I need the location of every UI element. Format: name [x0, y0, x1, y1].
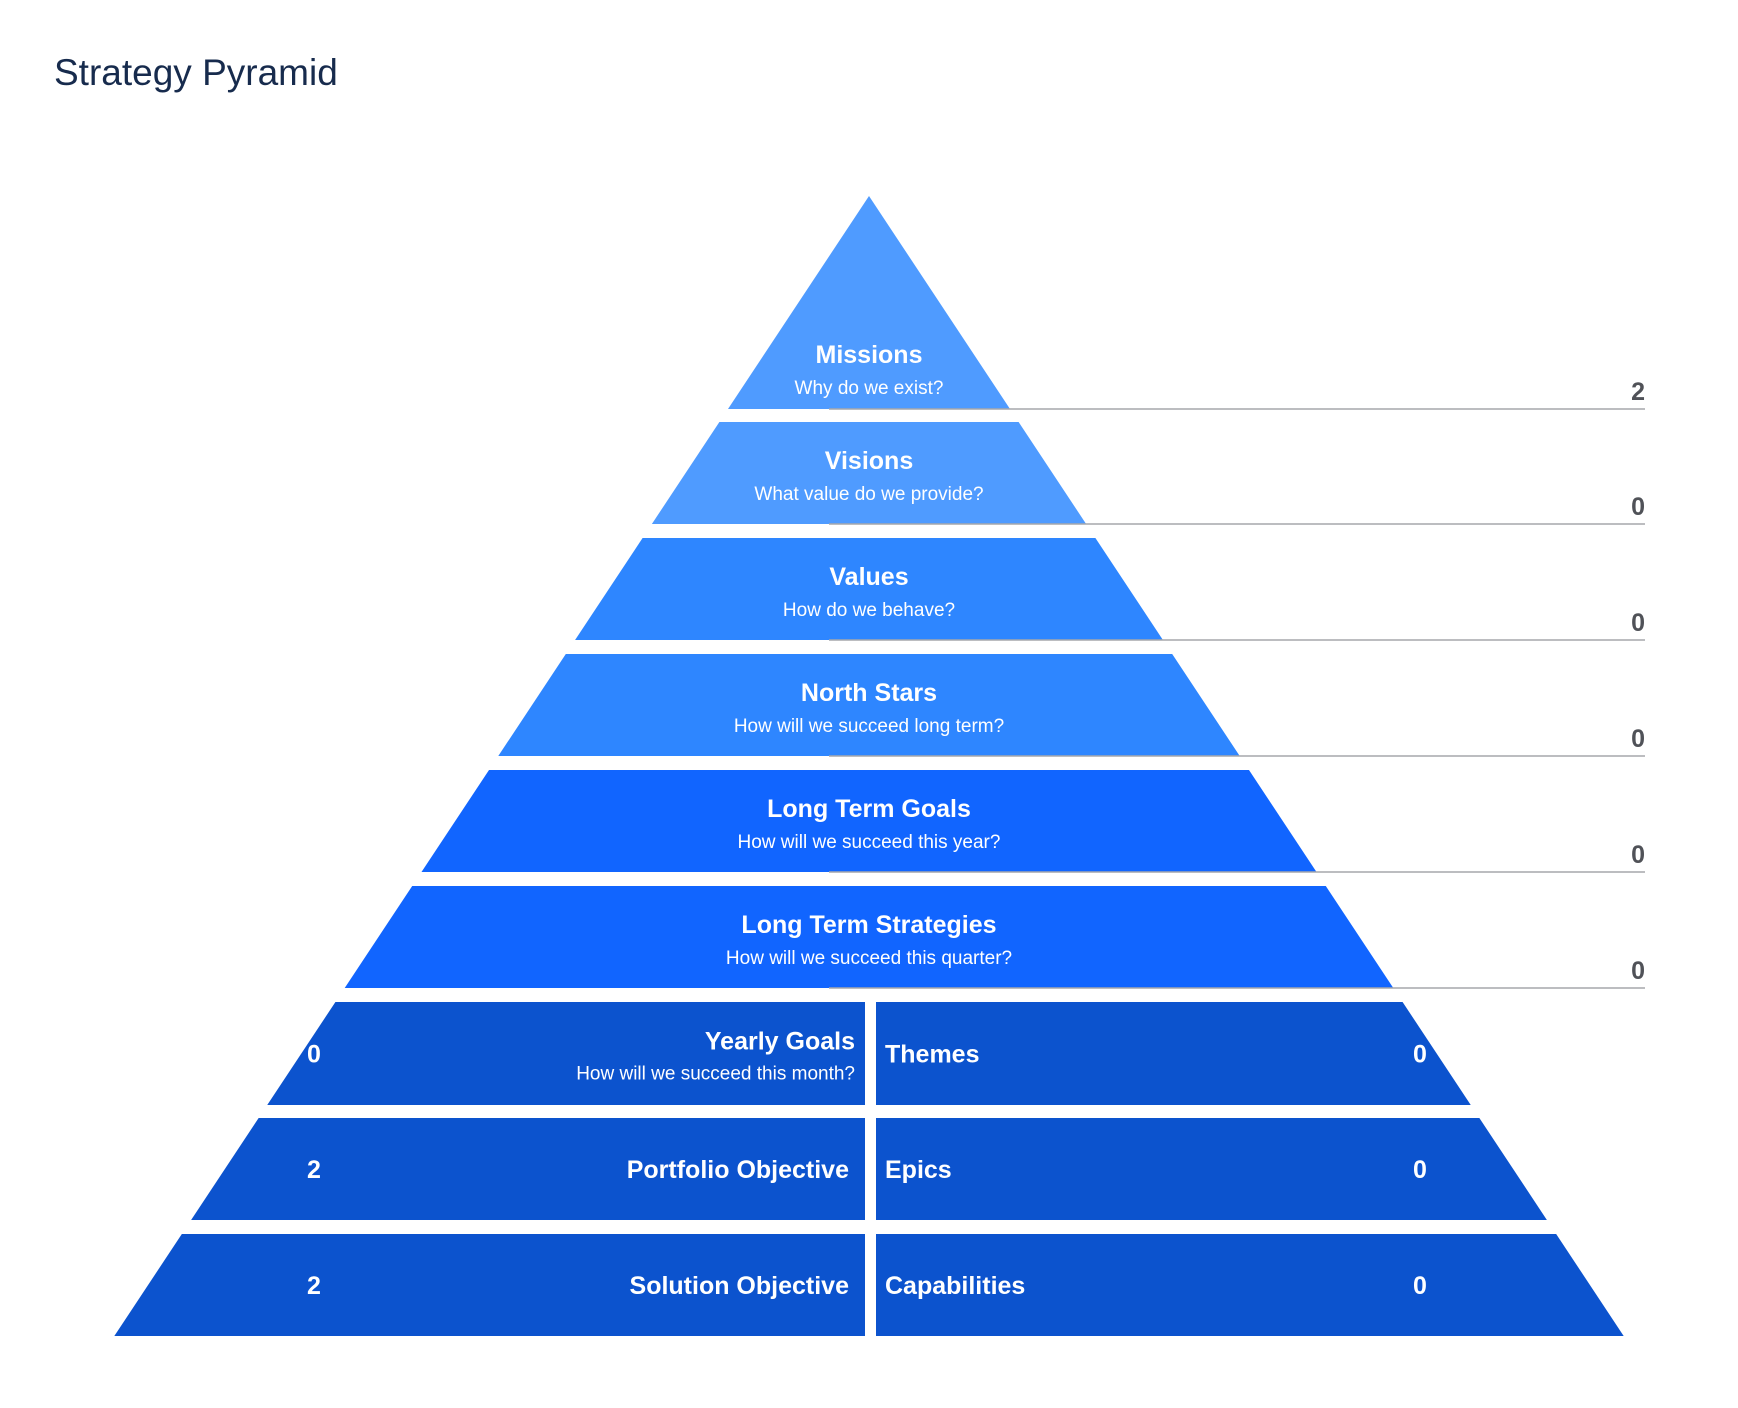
tier-count-left: 2	[307, 1156, 321, 1184]
tier-shape	[421, 770, 1317, 872]
tier-count: 0	[1631, 609, 1645, 637]
tier-shape	[727, 196, 1011, 409]
tier-count: 0	[1631, 957, 1645, 985]
tier-subtitle: How will we succeed this year?	[738, 832, 1001, 853]
tier-epics[interactable]: Epics 0	[876, 1118, 1547, 1220]
tier-capabilities[interactable]: Capabilities 0	[876, 1234, 1624, 1336]
tier-solution-objective[interactable]: Solution Objective 2	[114, 1234, 865, 1336]
tier-shape	[575, 538, 1163, 640]
tier-shape-right	[876, 1234, 1624, 1336]
tier-count: 0	[1631, 725, 1645, 753]
tier-shape	[651, 422, 1087, 524]
tier-subtitle: Why do we exist?	[795, 378, 944, 399]
tier-count: 2	[1631, 378, 1645, 406]
tier-shape-left	[191, 1118, 865, 1220]
tier-title: Solution Objective	[630, 1272, 850, 1300]
tier-title: Themes	[885, 1041, 979, 1069]
tier-shape-left	[114, 1234, 865, 1336]
tier-title: Long Term Strategies	[741, 911, 996, 939]
tier-count-right: 0	[1413, 1041, 1427, 1069]
tier-count: 0	[1631, 493, 1645, 521]
tier-title: Epics	[885, 1156, 952, 1184]
tier-portfolio-objective[interactable]: Portfolio Objective 2	[191, 1118, 865, 1220]
tier-title: Portfolio Objective	[627, 1156, 849, 1184]
tier-count: 0	[1631, 841, 1645, 869]
tier-title: Visions	[825, 447, 913, 475]
tier-count-left: 2	[307, 1272, 321, 1300]
tier-title: Values	[829, 563, 908, 591]
tier-count-right: 0	[1413, 1156, 1427, 1184]
page-title: Strategy Pyramid	[54, 52, 338, 93]
tier-themes[interactable]: Themes 0	[876, 1002, 1471, 1105]
tier-shape-right	[876, 1118, 1547, 1220]
tier-title: Missions	[816, 341, 923, 369]
tier-title: Long Term Goals	[767, 795, 971, 823]
tier-title: Yearly Goals	[705, 1028, 855, 1056]
tier-shape-left	[267, 1002, 865, 1105]
tier-title: Capabilities	[885, 1272, 1025, 1300]
tier-count-right: 0	[1413, 1272, 1427, 1300]
tier-subtitle: How do we behave?	[783, 600, 955, 621]
tier-count-left: 0	[307, 1041, 321, 1069]
tier-shape	[344, 886, 1394, 988]
tier-subtitle: How will we succeed long term?	[734, 716, 1004, 737]
tier-shape-right	[876, 1002, 1471, 1105]
tier-shape	[498, 654, 1240, 756]
tier-subtitle: What value do we provide?	[754, 484, 983, 505]
tier-subtitle: How will we succeed this month?	[576, 1064, 855, 1085]
tier-subtitle: How will we succeed this quarter?	[726, 948, 1012, 969]
tier-title: North Stars	[801, 679, 937, 707]
